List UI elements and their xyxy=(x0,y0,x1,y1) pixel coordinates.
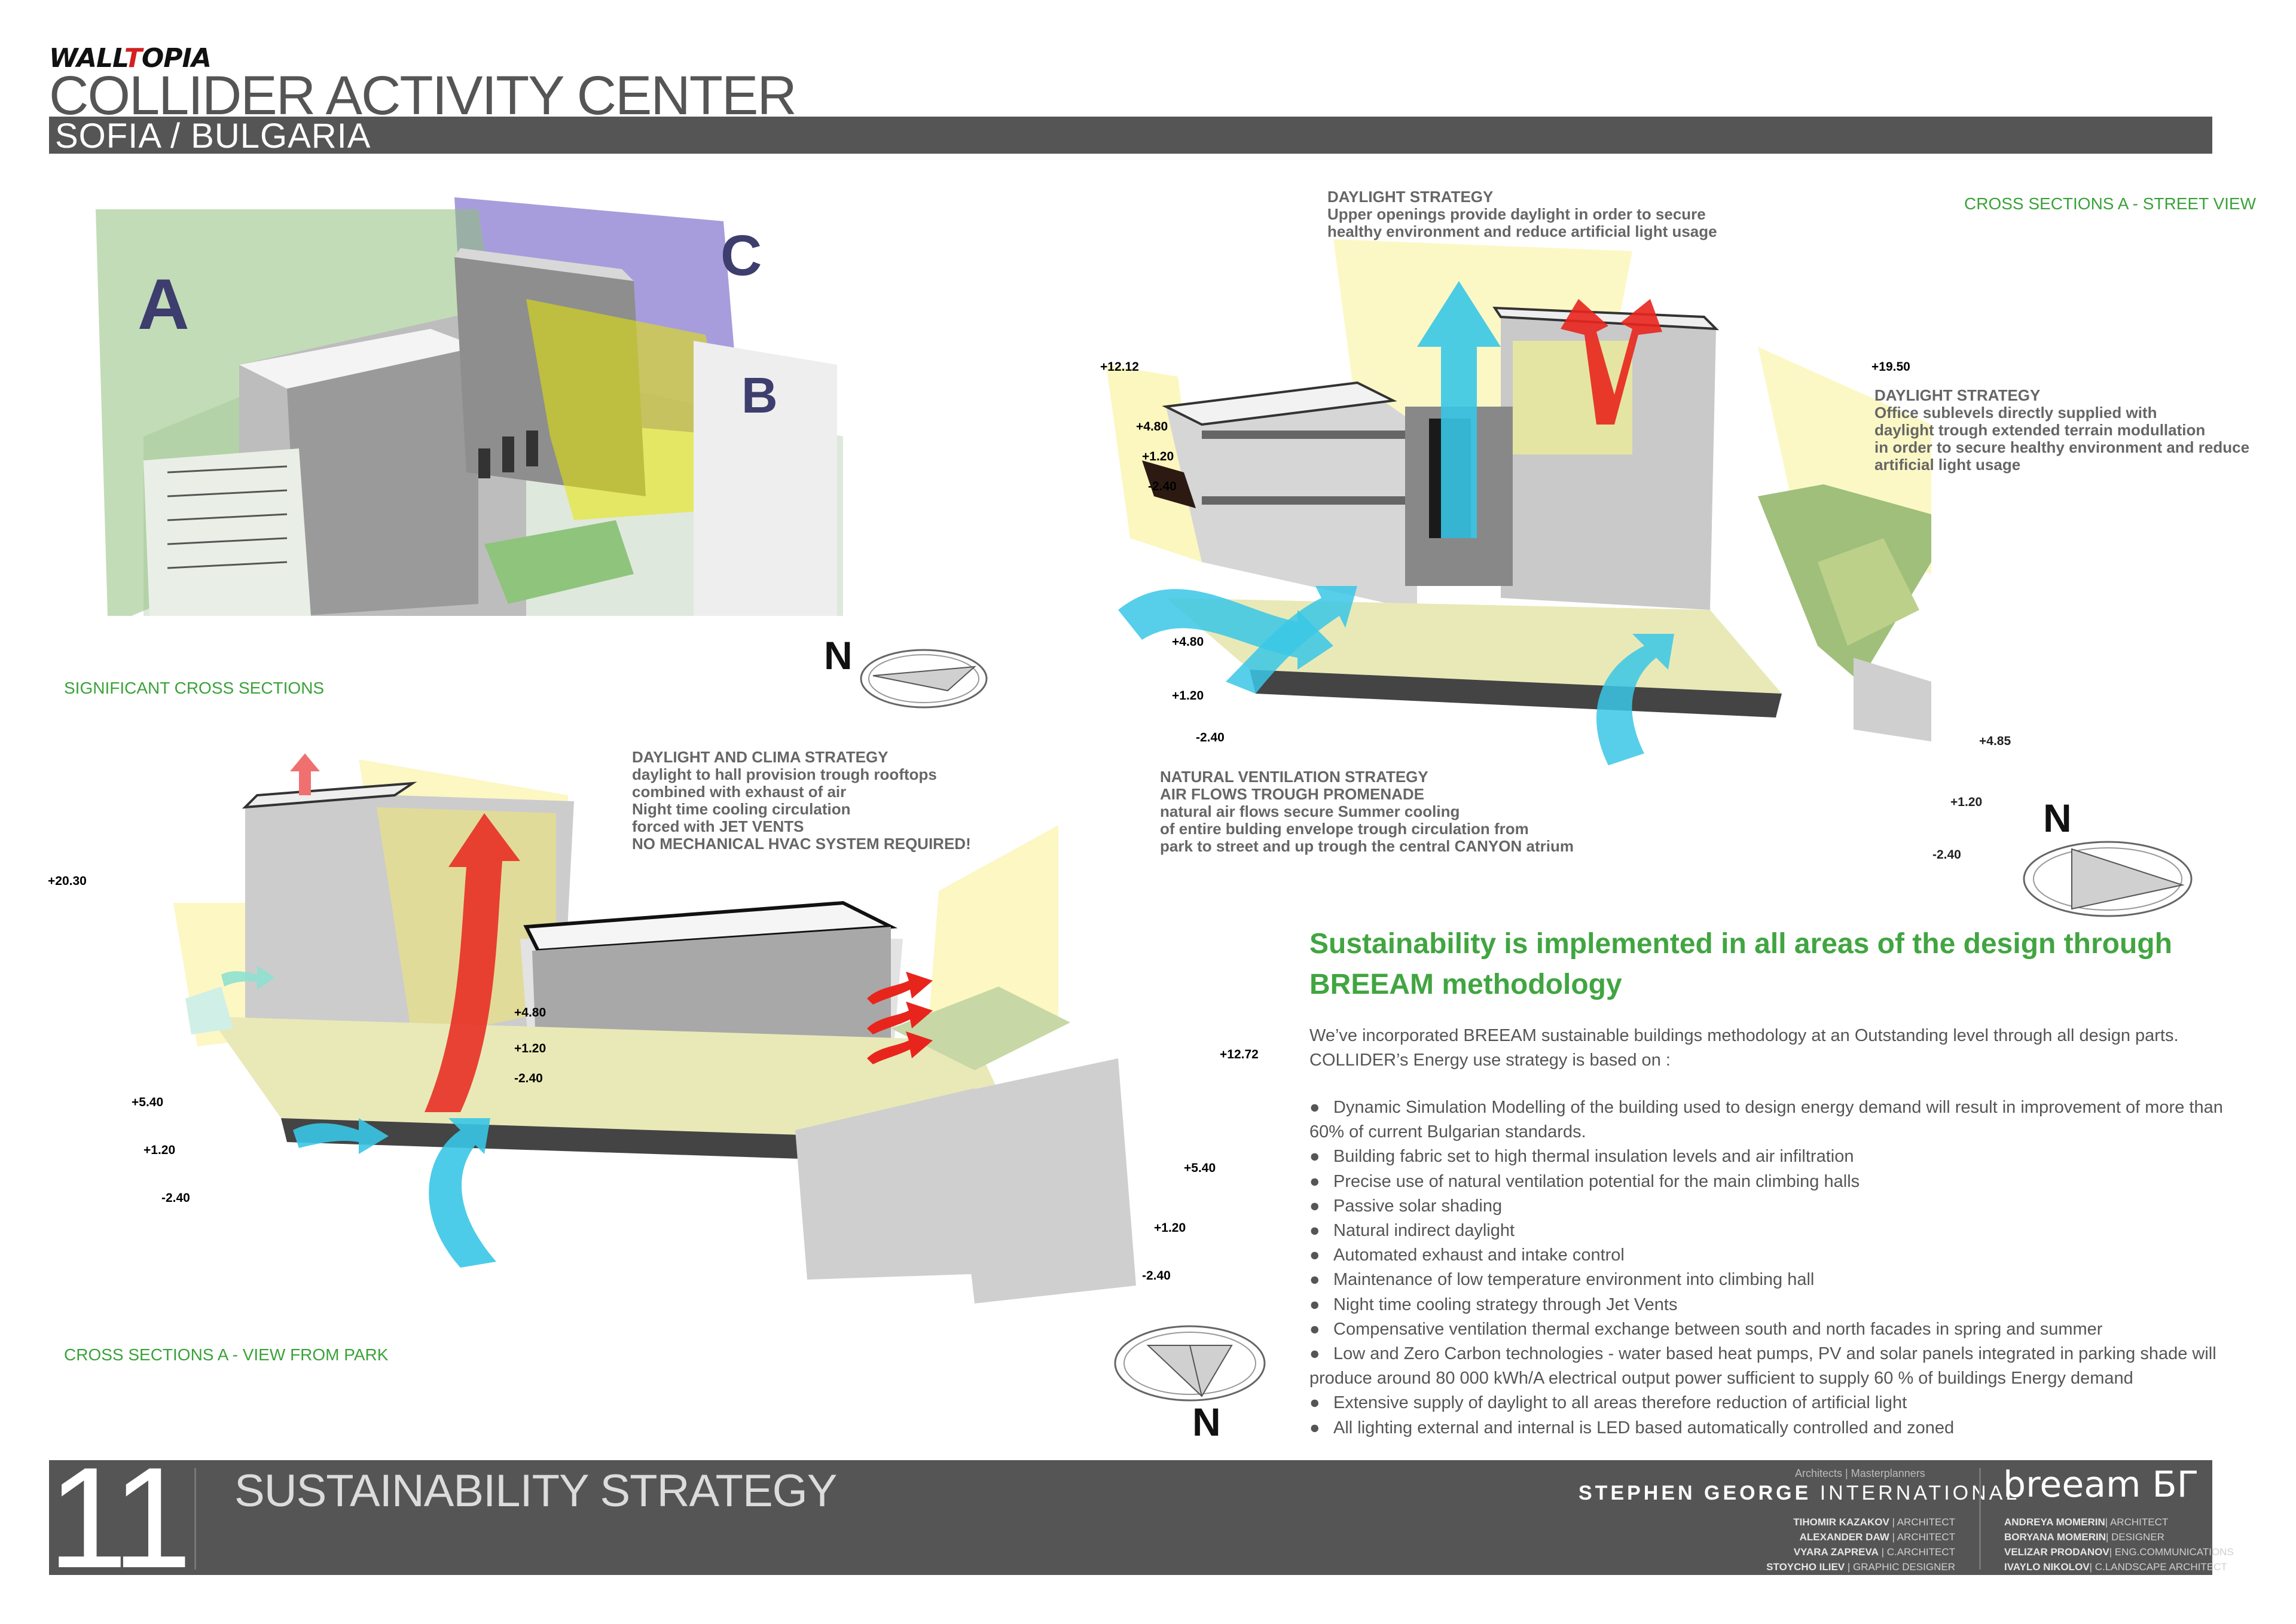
level-park-5: +4.80 xyxy=(514,1006,546,1019)
level-park-3: +1.20 xyxy=(144,1143,175,1157)
team-member: ALEXANDER DAW | ARCHITECT xyxy=(1799,1531,1955,1543)
footer-divider-2 xyxy=(1979,1468,1981,1570)
north-label-1: N xyxy=(824,633,853,677)
sustainability-intro: We’ve incorporated BREEAM sustainable bu… xyxy=(1309,1026,2179,1070)
level-park-6: +1.20 xyxy=(514,1042,546,1055)
team-right: ANDREYA MOMERIN| ARCHITECT BORYANA MOMER… xyxy=(2004,1515,2234,1574)
street-view-label: CROSS SECTIONS A - STREET VIEW xyxy=(1964,194,2257,213)
firm-tagline: Architects | Masterplanners xyxy=(1795,1467,1925,1479)
level-street-9: +4.85 xyxy=(1979,734,2011,748)
list-item: ●Dynamic Simulation Modelling of the bui… xyxy=(1309,1098,2223,1142)
team-member: VYARA ZAPREVA | C.ARCHITECT xyxy=(1793,1546,1955,1558)
breeam-logo: breeam БГ xyxy=(2003,1464,2199,1506)
compass-3 xyxy=(1114,1325,1266,1402)
significant-sections-label: SIGNIFICANT CROSS SECTIONS xyxy=(64,679,325,697)
cross-sections-illustration: A C B xyxy=(96,185,843,622)
firm-name: STEPHEN GEORGE INTERNATIONAL xyxy=(1578,1482,2020,1504)
list-item: ●Extensive supply of daylight to all are… xyxy=(1309,1393,1907,1413)
level-street-1: +12.12 xyxy=(1100,360,1139,374)
list-item: ●Passive solar shading xyxy=(1309,1196,1503,1216)
compass-2 xyxy=(2023,841,2193,917)
compass-1 xyxy=(860,649,988,709)
level-park-4: -2.40 xyxy=(161,1191,190,1205)
team-member: BORYANA MOMERIN| DESIGNER xyxy=(2004,1531,2164,1543)
team-member: VELIZAR PRODANOV| ENG.COMMUNICATIONS xyxy=(2004,1546,2234,1558)
level-park-7: -2.40 xyxy=(514,1072,543,1085)
plane-label-a: A xyxy=(138,264,190,344)
park-view-label: CROSS SECTIONS A - VIEW FROM PARK xyxy=(64,1345,389,1364)
footer-bar xyxy=(49,1460,2212,1575)
walltopia-logo: WALLTOPIA xyxy=(49,43,212,74)
page-number: 11 xyxy=(48,1437,192,1598)
team-member: ANDREYA MOMERIN| ARCHITECT xyxy=(2004,1516,2169,1528)
sustainability-bullets: ●Dynamic Simulation Modelling of the bui… xyxy=(1309,1095,2242,1440)
list-item: ●All lighting external and internal is L… xyxy=(1309,1418,1955,1437)
street-view-section-illustration: +12.12 +4.80 +1.20 -2.40 +4.80 +1.20 -2.… xyxy=(1100,239,1931,765)
level-park-10: +1.20 xyxy=(1154,1221,1186,1235)
level-park-11: -2.40 xyxy=(1142,1269,1171,1283)
list-item: ●Precise use of natural ventilation pote… xyxy=(1309,1171,1860,1191)
level-street-4: -2.40 xyxy=(1148,480,1177,493)
section-title: SUSTAINABILITY STRATEGY xyxy=(234,1466,837,1516)
level-street-5: +4.80 xyxy=(1172,635,1204,649)
natural-ventilation-text: NATURAL VENTILATION STRATEGY AIR FLOWS T… xyxy=(1160,768,1574,855)
plane-label-b: B xyxy=(741,367,778,423)
level-park-2: +5.40 xyxy=(132,1095,163,1109)
list-item: ●Building fabric set to high thermal ins… xyxy=(1309,1147,1854,1167)
list-item: ●Low and Zero Carbon technologies - wate… xyxy=(1309,1344,2216,1388)
page-subtitle: SOFIA / BULGARIA xyxy=(55,117,371,155)
level-park-8: +12.72 xyxy=(1220,1048,1259,1061)
level-street-8: +19.50 xyxy=(1871,360,1910,374)
page-title: COLLIDER ACTIVITY CENTER xyxy=(49,65,797,126)
level-park-9: +5.40 xyxy=(1184,1161,1216,1175)
list-item: ●Natural indirect daylight xyxy=(1309,1221,1515,1241)
sustainability-title: Sustainability is implemented in all are… xyxy=(1309,928,2172,1000)
level-street-6: +1.20 xyxy=(1172,689,1204,703)
north-label-2: N xyxy=(2043,796,2072,840)
subtitle-bar xyxy=(49,117,2212,154)
team-left: TIHOMIR KAZAKOV | ARCHITECT ALEXANDER DA… xyxy=(1728,1515,1955,1574)
list-item: ●Compensative ventilation thermal exchan… xyxy=(1309,1319,2103,1339)
level-park-1: +20.30 xyxy=(48,874,87,888)
clima-strategy-text: DAYLIGHT AND CLIMA STRATEGY daylight to … xyxy=(632,748,971,853)
level-street-11: -2.40 xyxy=(1932,848,1961,862)
list-item: ●Maintenance of low temperature environm… xyxy=(1309,1270,1815,1290)
team-member: TIHOMIR KAZAKOV | ARCHITECT xyxy=(1793,1516,1955,1528)
north-label-3: N xyxy=(1192,1400,1221,1444)
team-member: IVAYLO NIKOLOV| C.LANDSCAPE ARCHITECT xyxy=(2004,1561,2227,1573)
level-street-2: +4.80 xyxy=(1136,420,1168,434)
team-member: STOYCHO ILIEV | GRAPHIC DESIGNER xyxy=(1766,1561,1955,1573)
level-street-7: -2.40 xyxy=(1196,731,1225,744)
park-view-section-illustration: +20.30 +5.40 +1.20 -2.40 +4.80 +1.20 -2.… xyxy=(48,753,1259,1304)
daylight-office-strategy-text: DAYLIGHT STRATEGY Office sublevels direc… xyxy=(1874,386,2250,474)
plane-label-c: C xyxy=(720,224,762,288)
list-item: ●Night time cooling strategy through Jet… xyxy=(1309,1295,1678,1314)
list-item: ●Automated exhaust and intake control xyxy=(1309,1246,1625,1265)
level-street-10: +1.20 xyxy=(1950,795,1983,809)
footer-divider-1 xyxy=(194,1468,196,1570)
level-street-3: +1.20 xyxy=(1142,450,1174,463)
daylight-strategy-text: DAYLIGHT STRATEGY Upper openings provide… xyxy=(1327,188,1717,240)
